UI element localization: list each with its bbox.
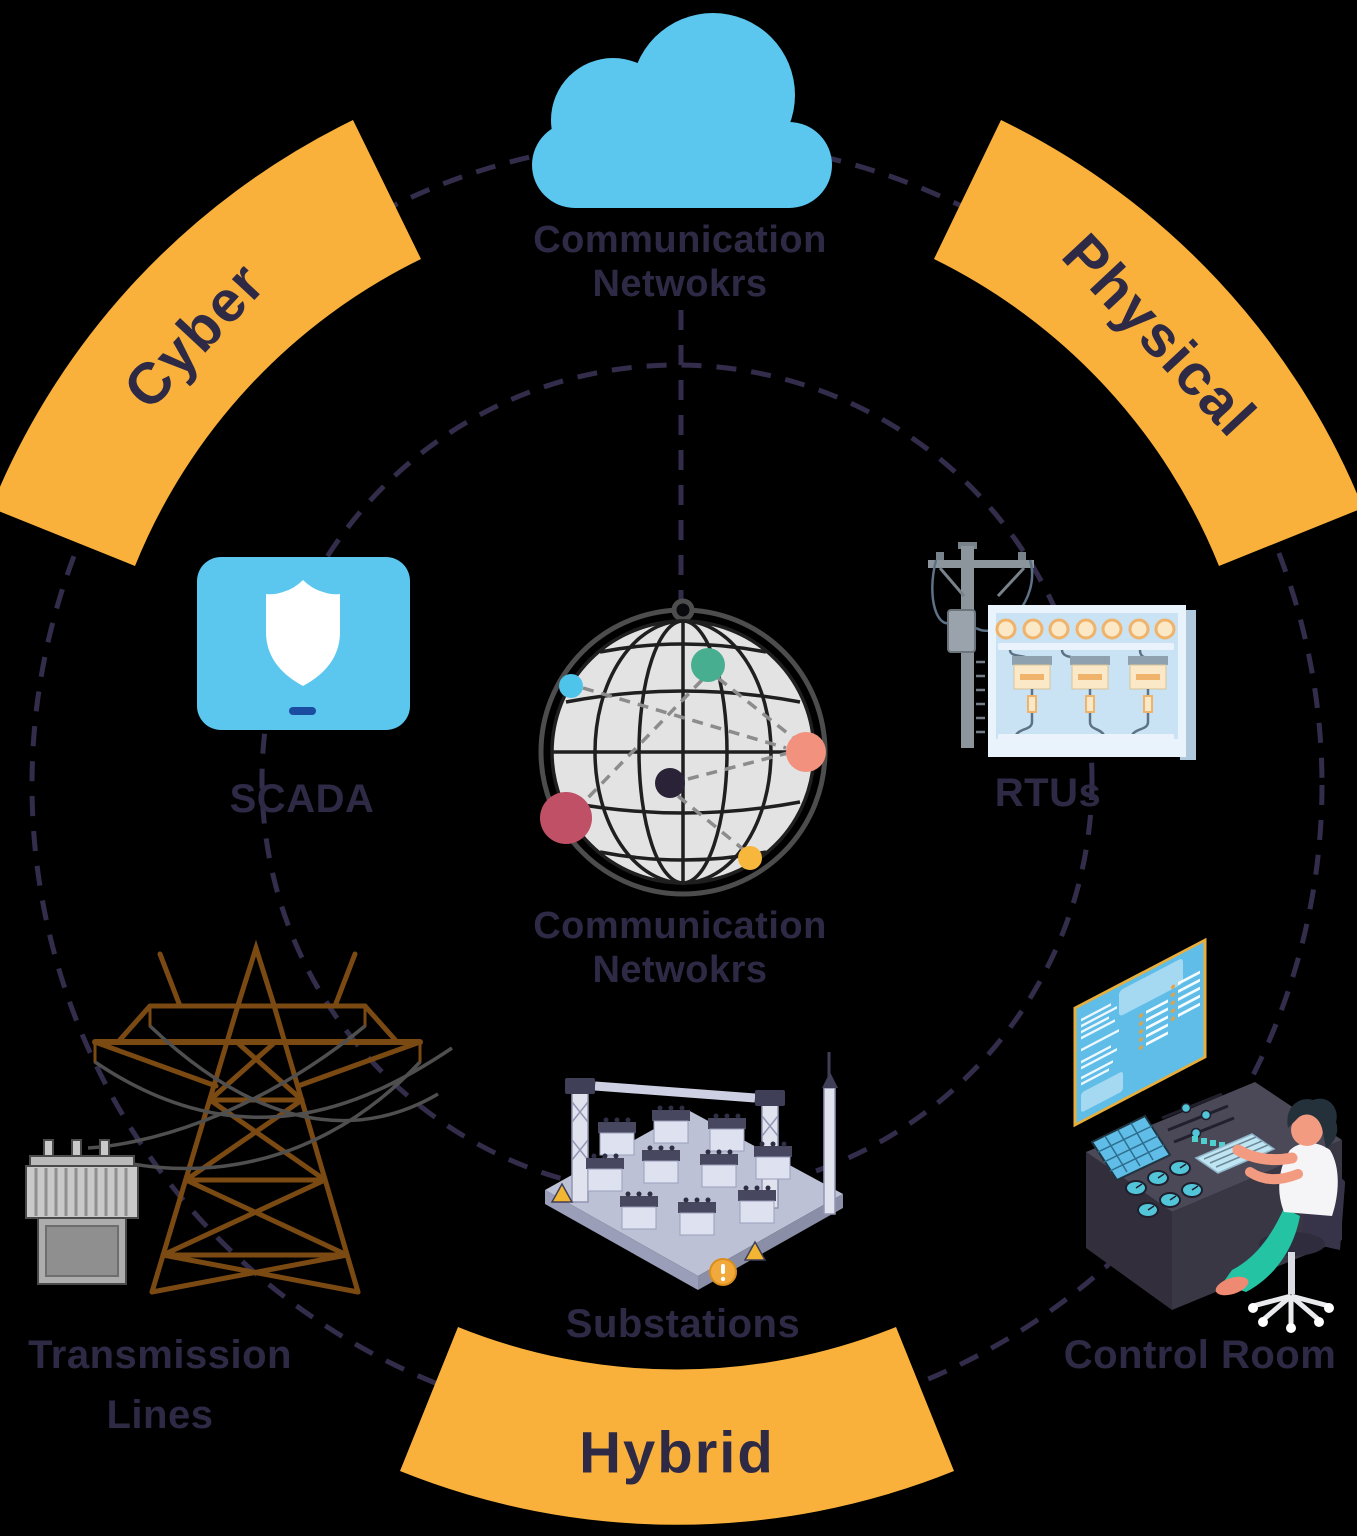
- cloud-icon: [532, 13, 832, 208]
- svg-text:Netwokrs: Netwokrs: [592, 263, 767, 305]
- globe-node-coral: [786, 732, 826, 772]
- substation-mast: [822, 1052, 838, 1215]
- globe-pin-icon: [671, 598, 695, 622]
- svg-text:Communication: Communication: [533, 905, 827, 947]
- operator-shoe: [1215, 1276, 1249, 1296]
- console-grid-screen: [1090, 1114, 1172, 1182]
- center-globe-label: Communication Netwokrs: [533, 905, 827, 991]
- globe-node-green: [691, 648, 725, 682]
- console-dials: [1125, 1160, 1203, 1218]
- hybrid-label: Hybrid: [579, 1420, 775, 1485]
- network-globe-icon: [538, 598, 828, 897]
- svg-text:Lines: Lines: [107, 1393, 214, 1437]
- rtu-panel-icon: [988, 605, 1196, 760]
- globe-node-yellow: [738, 846, 762, 870]
- substation-transformers: [586, 1105, 792, 1236]
- svg-text:Transmission: Transmission: [28, 1333, 292, 1377]
- control-console: [1086, 1082, 1342, 1310]
- substation-gantry-left: [565, 1078, 595, 1203]
- wall-screen: [1073, 937, 1207, 1128]
- home-button: [289, 707, 316, 715]
- screen-list-rows: [1139, 970, 1200, 1050]
- shield-icon: [266, 580, 340, 686]
- svg-text:Communication: Communication: [533, 219, 827, 261]
- ring-segment-cyber: Cyber: [0, 120, 421, 566]
- operator-arm-right: [1245, 1167, 1303, 1184]
- globe-link-lines: [578, 676, 798, 852]
- scada-label: SCADA: [230, 777, 375, 821]
- operator-hair: [1287, 1098, 1338, 1148]
- operator-person: [1215, 1098, 1338, 1296]
- inner-dashed-ring: [259, 362, 1095, 1198]
- ring-segment-hybrid: Hybrid: [400, 1327, 954, 1525]
- rtu-terminals: [995, 618, 1176, 640]
- operator-leg: [1222, 1208, 1300, 1292]
- transmission-label: Transmission Lines: [28, 1333, 292, 1437]
- warning-triangle-icon: [550, 1182, 767, 1261]
- substation-icon: [545, 1052, 843, 1290]
- globe-node-blue: [559, 674, 583, 698]
- alert-badge-icon: [709, 1258, 737, 1286]
- svg-text:Netwokrs: Netwokrs: [592, 949, 767, 991]
- transmission-tower-icon: [87, 939, 453, 1295]
- cloud-label: Communication Netwokrs: [533, 219, 827, 305]
- rtu-label: RTUs: [995, 771, 1101, 815]
- power-transformer-icon: [25, 1139, 139, 1285]
- globe-node-dark: [655, 768, 685, 798]
- substation-label: Substations: [566, 1302, 800, 1346]
- utility-pole-icon: [928, 542, 1034, 748]
- operator-arm-left: [1232, 1144, 1298, 1166]
- globe-node-red: [540, 792, 592, 844]
- console-sliders: [1161, 1092, 1235, 1144]
- control-room-label: Control Room: [1064, 1333, 1337, 1377]
- control-room-icon: [1073, 937, 1346, 1333]
- pole-transformer: [947, 609, 976, 653]
- scada-tablet-icon: [197, 557, 410, 730]
- rtu-relays: [1012, 656, 1168, 736]
- ring-segment-physical: Physical: [934, 120, 1357, 566]
- operator-head: [1291, 1114, 1323, 1146]
- outer-dashed-ring: [29, 137, 1325, 1433]
